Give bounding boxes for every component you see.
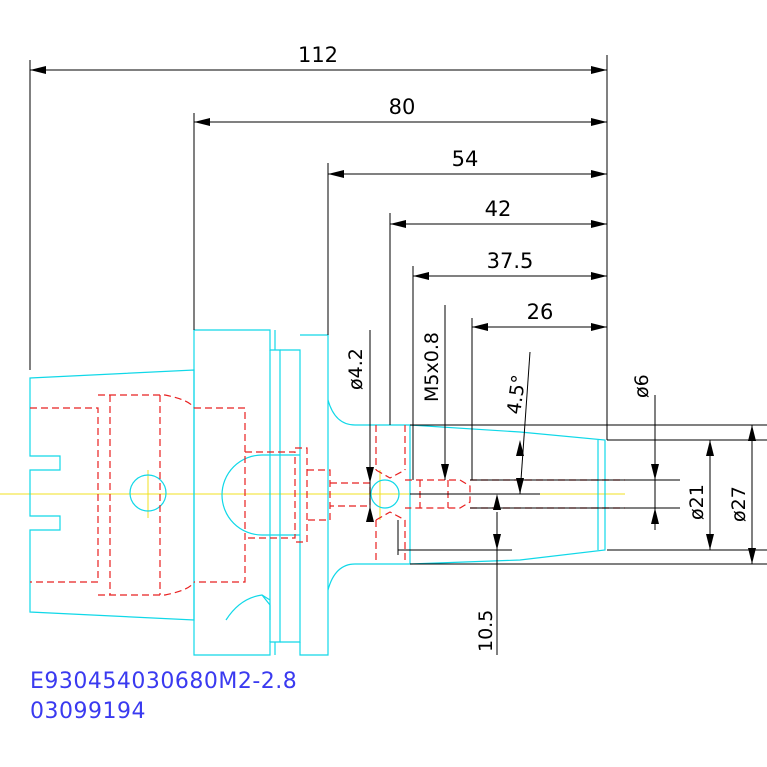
dim-10-5: 10.5 [475,610,497,652]
part-code-line-2: 03099194 [30,699,146,724]
dim-dia-6: ø6 [631,374,653,398]
dim-80: 80 [389,95,416,119]
dimension-lines [29,55,767,655]
dim-37-5: 37.5 [487,249,534,273]
dim-dia-21: ø21 [686,484,708,520]
dim-angle-4-5: 4.5° [503,373,530,415]
center-line [0,470,625,520]
dim-dia-4-2: ø4.2 [345,348,367,390]
dim-thread-m5: M5x0.8 [421,332,443,402]
dim-54: 54 [452,147,479,171]
dim-112: 112 [298,43,338,67]
dim-42: 42 [485,197,512,221]
hidden-lines [30,394,625,596]
dim-dia-27: ø27 [728,486,750,522]
part-code-line-1: E930454030680M2-2.8 [30,669,298,694]
dim-26: 26 [527,300,554,324]
